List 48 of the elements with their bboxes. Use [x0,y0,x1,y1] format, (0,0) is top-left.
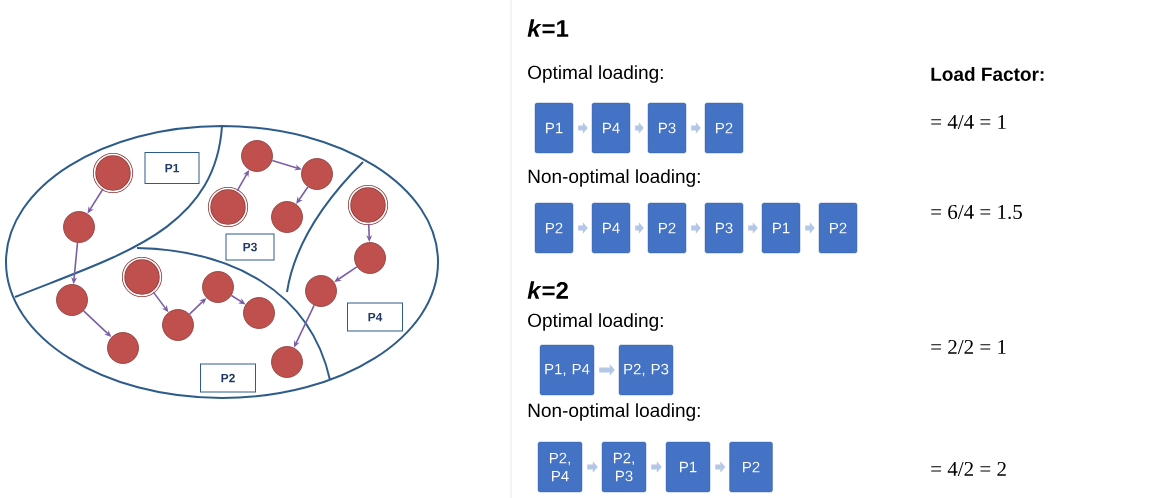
caption-text: Non-optimal loading: [528,169,700,187]
circle [243,297,275,329]
process-box: P1 [761,202,801,254]
circle [241,140,273,172]
circle [301,158,333,190]
double-circle [92,152,134,194]
label-box: P2 [200,363,256,393]
process-box: P1 [534,102,574,154]
process-box: P1, P4 [539,344,595,396]
caption-text: Optimal loading: [528,65,663,83]
formula-text: = 2/2 = 1 [931,339,1006,355]
formula-text: = 4/2 = 2 [931,461,1006,477]
label-box: P3 [225,233,275,261]
circle [354,242,386,274]
heading: k=2 [527,281,568,299]
circle [107,332,139,364]
column-heading: Load Factor: [931,67,1044,81]
process-box: P2, P3 [601,441,647,493]
circle [56,284,88,316]
formula-text: = 4/4 = 1 [931,114,1006,130]
circle [271,201,303,233]
label-box: P1 [144,152,200,184]
circle [305,275,337,307]
process-box: P3 [704,202,744,254]
double-circle [207,186,249,228]
formula-text: = 6/4 = 1.5 [931,204,1022,220]
process-box: P1 [665,441,711,493]
caption-text: Non-optimal loading: [528,403,700,421]
heading: k=1 [527,19,569,37]
process-box: P4 [591,102,631,154]
circle [63,211,95,243]
process-box: P2 [534,202,574,254]
process-box: P2 [704,102,744,154]
process-box: P2 [729,441,773,493]
double-circle [347,184,389,226]
process-box: P2 [647,202,687,254]
process-box: P4 [591,202,631,254]
double-circle [121,256,163,298]
caption-text: Optimal loading: [528,313,663,331]
process-box: P2, P3 [618,344,674,396]
process-box: P2 [818,202,858,254]
label-box: P4 [347,302,403,332]
process-box: P3 [647,102,687,154]
circle [162,309,194,341]
circle [271,346,303,378]
arrow [296,186,309,204]
process-box: P2, P4 [537,441,583,493]
circle [202,271,234,303]
